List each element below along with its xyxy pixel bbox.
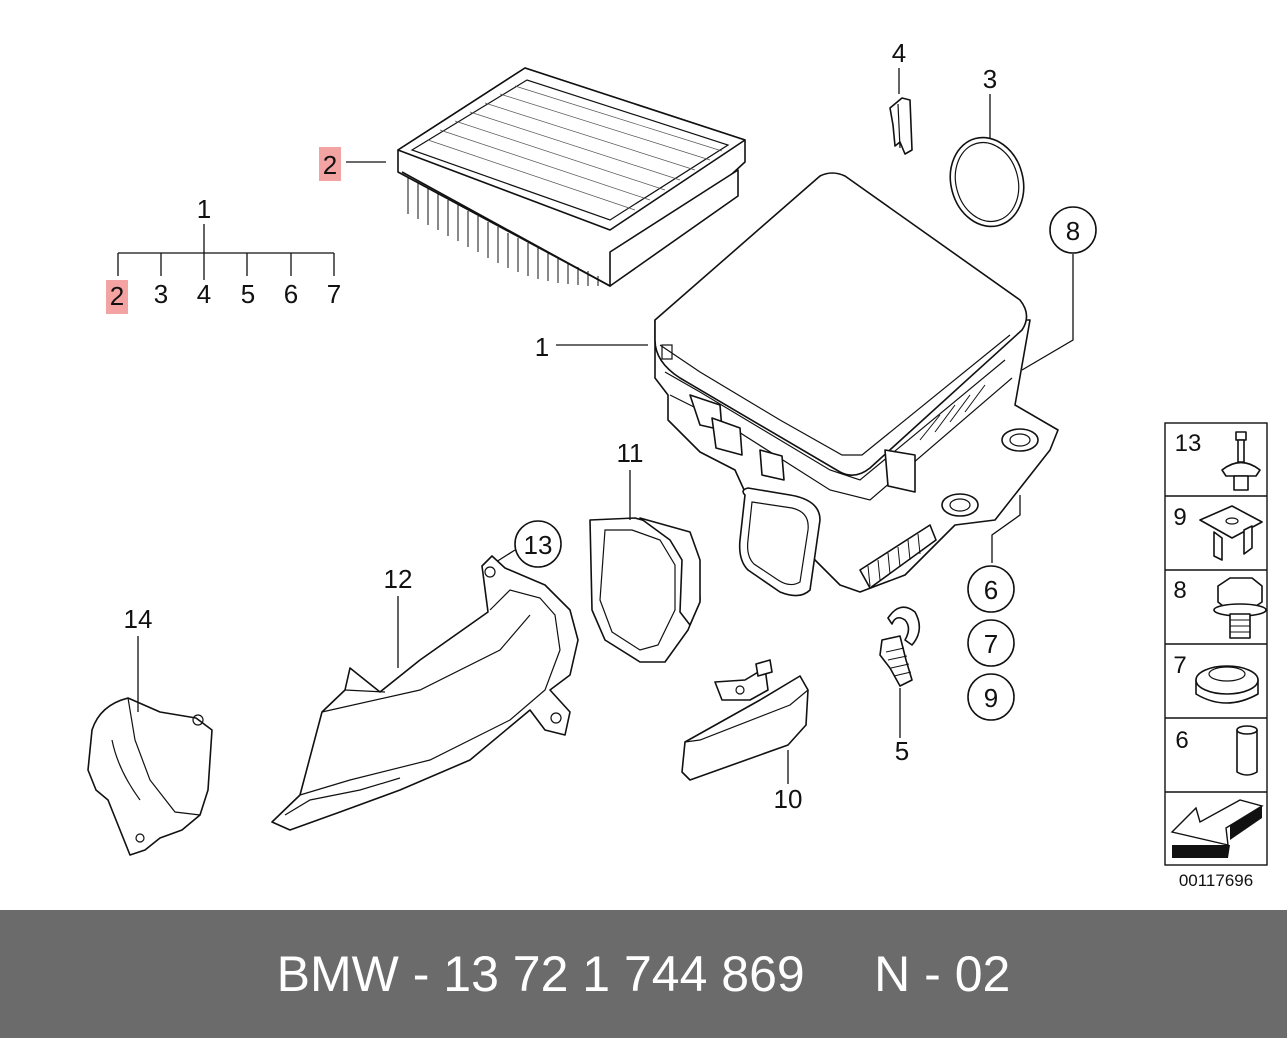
label-duct-11[interactable]: 11 xyxy=(617,438,644,468)
footer-banner: BMW - 13 72 1 744 869 N - 02 xyxy=(0,910,1287,1038)
sensor-part-5[interactable] xyxy=(879,606,921,687)
label-sensor-5[interactable]: 5 xyxy=(895,736,909,766)
panel-item-spring-nut[interactable] xyxy=(1199,505,1263,561)
assembly-tree xyxy=(117,224,335,280)
tree-child-label[interactable]: 7 xyxy=(327,279,341,309)
label-shield-14[interactable]: 14 xyxy=(124,604,153,634)
panel-item-label[interactable]: 8 xyxy=(1173,577,1186,604)
label-ring-3[interactable]: 3 xyxy=(983,64,997,94)
highlight-box xyxy=(106,280,128,314)
bracket-10[interactable] xyxy=(681,659,809,781)
parts-diagram: 2 1 2 3 4 5 6 7 xyxy=(87,38,1268,890)
direction-arrow-icon xyxy=(1170,799,1264,858)
callout-circle-6[interactable] xyxy=(967,565,1015,613)
callout-circle-7[interactable] xyxy=(967,619,1015,667)
air-filter-element[interactable] xyxy=(397,67,746,287)
leader-line xyxy=(1021,254,1074,371)
heat-shield-14[interactable] xyxy=(87,697,213,856)
callout-circle-8[interactable] xyxy=(1049,206,1097,254)
side-parts-panel xyxy=(1164,422,1268,866)
ring-seal[interactable] xyxy=(941,129,1034,235)
tree-child-label[interactable]: 4 xyxy=(197,279,211,309)
tree-child-label[interactable]: 6 xyxy=(284,279,298,309)
callout-circle-9[interactable] xyxy=(967,673,1015,721)
panel-item-bolt[interactable] xyxy=(1213,577,1267,639)
diagram-id: 00117696 xyxy=(1179,871,1253,890)
snorkel-duct-12[interactable] xyxy=(271,555,579,831)
callout-circle-13[interactable] xyxy=(514,520,562,568)
label-bracket-10[interactable]: 10 xyxy=(774,784,803,814)
label-housing-1[interactable]: 1 xyxy=(535,332,549,362)
label-circle-6[interactable]: 6 xyxy=(984,575,998,605)
panel-item-label[interactable]: 6 xyxy=(1175,727,1188,754)
part-number-text: BMW - 13 72 1 744 869 N - 02 xyxy=(276,946,1011,1002)
leader-line xyxy=(495,549,516,563)
panel-item-label[interactable]: 13 xyxy=(1175,430,1202,457)
air-filter-housing[interactable] xyxy=(654,172,1059,597)
panel-item-label[interactable]: 9 xyxy=(1173,504,1186,531)
panel-item-rivet[interactable] xyxy=(1221,431,1261,491)
panel-item-sleeve[interactable] xyxy=(1236,725,1258,776)
label-filter-2[interactable]: 2 xyxy=(323,150,337,180)
label-circle-9[interactable]: 9 xyxy=(984,683,998,713)
tree-child-label[interactable]: 2 xyxy=(110,281,124,311)
label-bolt-8[interactable]: 8 xyxy=(1066,216,1080,246)
tree-child-label[interactable]: 5 xyxy=(241,279,255,309)
label-circle-7[interactable]: 7 xyxy=(984,629,998,659)
label-duct-12[interactable]: 12 xyxy=(384,564,413,594)
panel-item-grommet[interactable] xyxy=(1195,665,1259,704)
tree-child-label[interactable]: 3 xyxy=(154,279,168,309)
leader-line xyxy=(991,495,1021,563)
panel-item-label[interactable]: 7 xyxy=(1173,652,1186,679)
highlight-box xyxy=(319,147,341,181)
clip-part[interactable] xyxy=(889,97,913,155)
label-clip-4[interactable]: 4 xyxy=(892,38,906,68)
intake-duct-11[interactable] xyxy=(589,517,701,663)
tree-root-label[interactable]: 1 xyxy=(197,194,211,224)
label-circle-13[interactable]: 13 xyxy=(524,530,553,560)
